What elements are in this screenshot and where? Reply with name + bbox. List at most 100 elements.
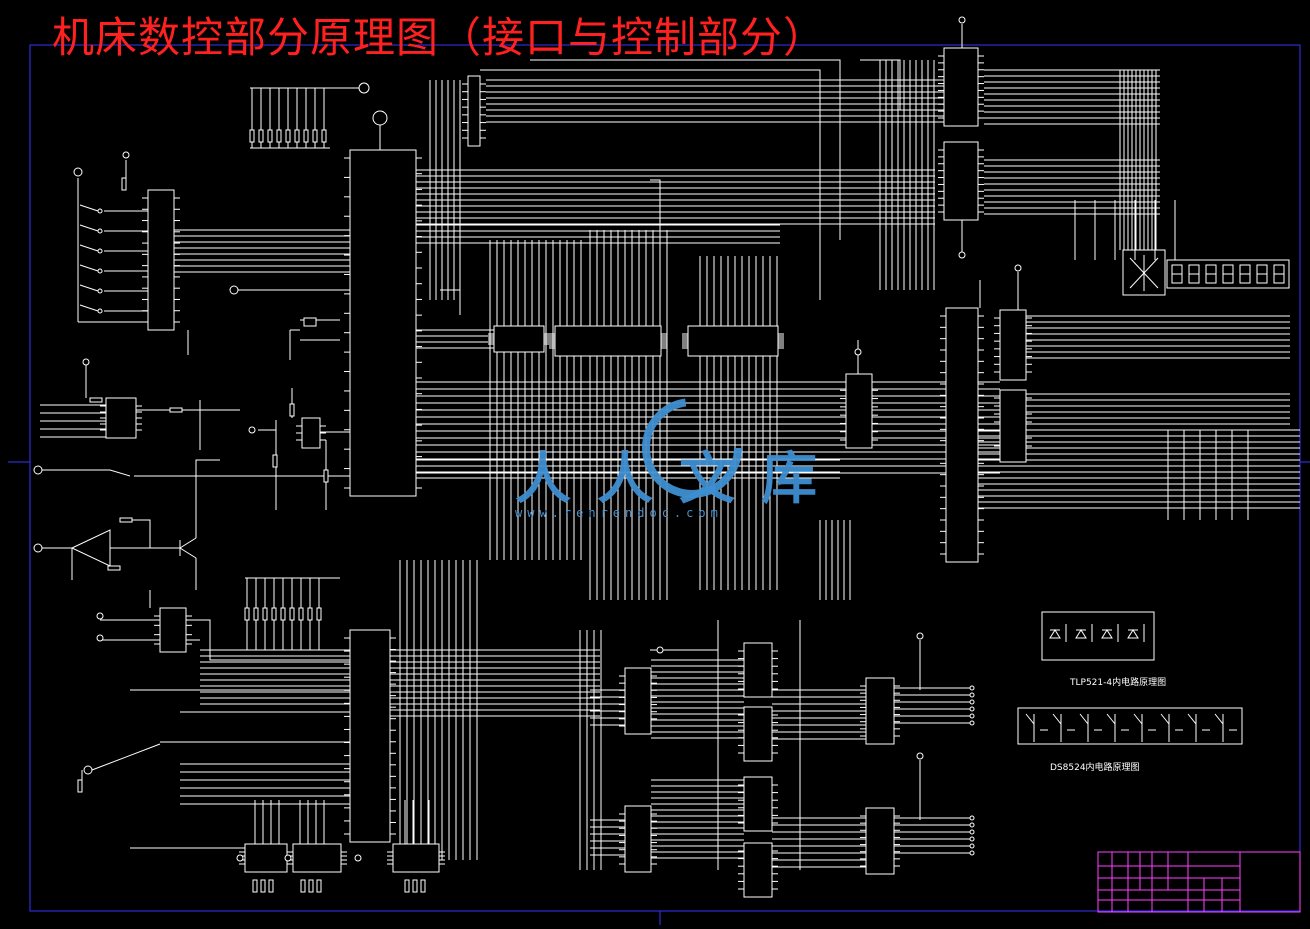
resistor <box>294 129 300 143</box>
ic-chip <box>554 325 662 357</box>
ds8524-driver <box>1079 713 1102 742</box>
ds8524-circuit-label: DS8524内电路原理图 <box>1050 763 1140 773</box>
terminal <box>372 110 388 126</box>
ic-chip <box>865 807 895 875</box>
resistor <box>107 565 121 571</box>
wire <box>79 264 148 272</box>
terminal <box>969 685 975 691</box>
terminal <box>33 543 43 553</box>
terminal <box>854 348 862 356</box>
ic-chip <box>865 677 895 745</box>
resistor <box>289 403 295 417</box>
resistor <box>404 879 410 893</box>
opto-diode <box>1049 629 1061 639</box>
wire <box>186 619 350 661</box>
resistor <box>420 879 426 893</box>
ds8524-driver <box>1187 713 1210 742</box>
terminal <box>969 692 975 698</box>
terminal <box>284 854 292 862</box>
opto-diode <box>1075 629 1087 639</box>
ic-chip <box>624 805 652 873</box>
resistor <box>258 129 264 143</box>
resistor <box>300 879 306 893</box>
wire <box>79 244 148 252</box>
watermark-url: www.renrendoc.com <box>515 506 723 520</box>
ic-chip <box>943 141 979 221</box>
resistor <box>89 397 103 403</box>
ic-chip <box>244 843 288 873</box>
terminal <box>97 248 103 254</box>
resistor <box>272 454 278 468</box>
ic-chip <box>743 776 773 832</box>
resistor <box>316 607 322 621</box>
resistor <box>121 177 127 191</box>
wire <box>79 284 148 292</box>
wire <box>291 388 350 510</box>
wire-group <box>40 24 1300 870</box>
wire <box>110 519 197 559</box>
ic-chip <box>493 325 545 353</box>
ic-chip <box>687 325 779 357</box>
wire <box>40 529 111 580</box>
terminal <box>73 167 83 177</box>
ds8524-driver <box>1133 713 1156 742</box>
resistor <box>303 129 309 143</box>
resistor <box>323 469 329 483</box>
digit-group <box>1171 264 1285 284</box>
ic-chip <box>349 149 417 497</box>
crystal <box>303 317 317 327</box>
terminal <box>96 634 104 642</box>
wire <box>136 400 240 450</box>
terminal <box>969 822 975 828</box>
resistor <box>308 879 314 893</box>
ic-chip <box>392 843 440 873</box>
page-title: 机床数控部分原理图（接口与控制部分） <box>52 13 827 62</box>
resistor <box>262 607 268 621</box>
resistor <box>249 129 255 143</box>
terminal <box>916 632 924 640</box>
terminal <box>97 308 103 314</box>
ds8524-driver <box>1052 713 1075 742</box>
resistor <box>316 879 322 893</box>
ic-chip <box>301 417 321 449</box>
wire <box>91 743 161 771</box>
ds8524-driver <box>1106 713 1129 742</box>
ic-chip <box>743 642 773 698</box>
resistor <box>169 407 183 413</box>
resistor <box>285 129 291 143</box>
ds8524-driver <box>1025 713 1048 742</box>
ic-chip <box>159 607 187 653</box>
terminal <box>122 151 130 159</box>
ic-chip <box>999 309 1027 381</box>
resistor <box>268 879 274 893</box>
chip-group <box>100 47 1032 898</box>
terminal <box>97 288 103 294</box>
ic-chip <box>624 667 652 735</box>
terminal <box>97 268 103 274</box>
resistor <box>289 607 295 621</box>
wire <box>130 689 350 743</box>
ic-chip <box>467 75 481 147</box>
ic-chip <box>147 189 175 331</box>
wire <box>100 590 160 641</box>
ds8524-driver <box>1214 713 1237 742</box>
resistor <box>244 607 250 621</box>
resistor <box>276 129 282 143</box>
wire <box>480 69 821 300</box>
terminal <box>969 829 975 835</box>
ic-chip <box>292 843 342 873</box>
resistor <box>271 607 277 621</box>
terminal <box>958 251 966 259</box>
opto-diode <box>1127 629 1139 639</box>
terminal <box>969 713 975 719</box>
terminal <box>97 228 103 234</box>
terminal <box>97 208 103 214</box>
terminal <box>656 646 664 654</box>
resistor <box>252 879 258 893</box>
terminal <box>236 854 244 862</box>
wire <box>289 319 340 360</box>
ds8524-outline <box>1017 707 1243 745</box>
wire <box>860 59 901 110</box>
terminal <box>969 843 975 849</box>
wire <box>440 289 461 315</box>
